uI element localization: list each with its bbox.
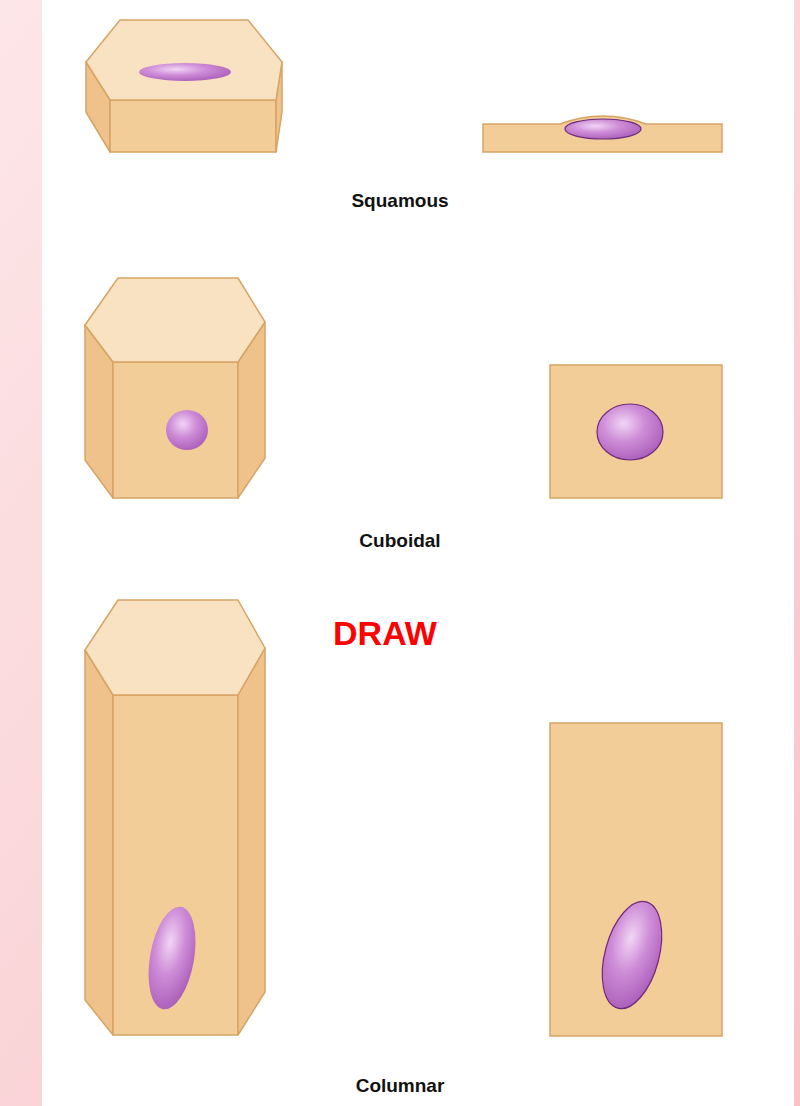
squamous-prism — [86, 20, 282, 152]
cuboidal-prism — [85, 278, 265, 498]
cell-type-label: Columnar — [356, 1076, 445, 1097]
squamous-section — [483, 116, 722, 152]
white-panel — [42, 0, 794, 1106]
cell-type-label: Squamous — [351, 191, 448, 212]
cuboidal-section — [550, 365, 722, 498]
columnar-section — [550, 723, 722, 1036]
columnar-prism — [85, 600, 265, 1035]
instruction-label: DRAW — [333, 615, 437, 652]
cell-type-label: Cuboidal — [359, 531, 440, 552]
